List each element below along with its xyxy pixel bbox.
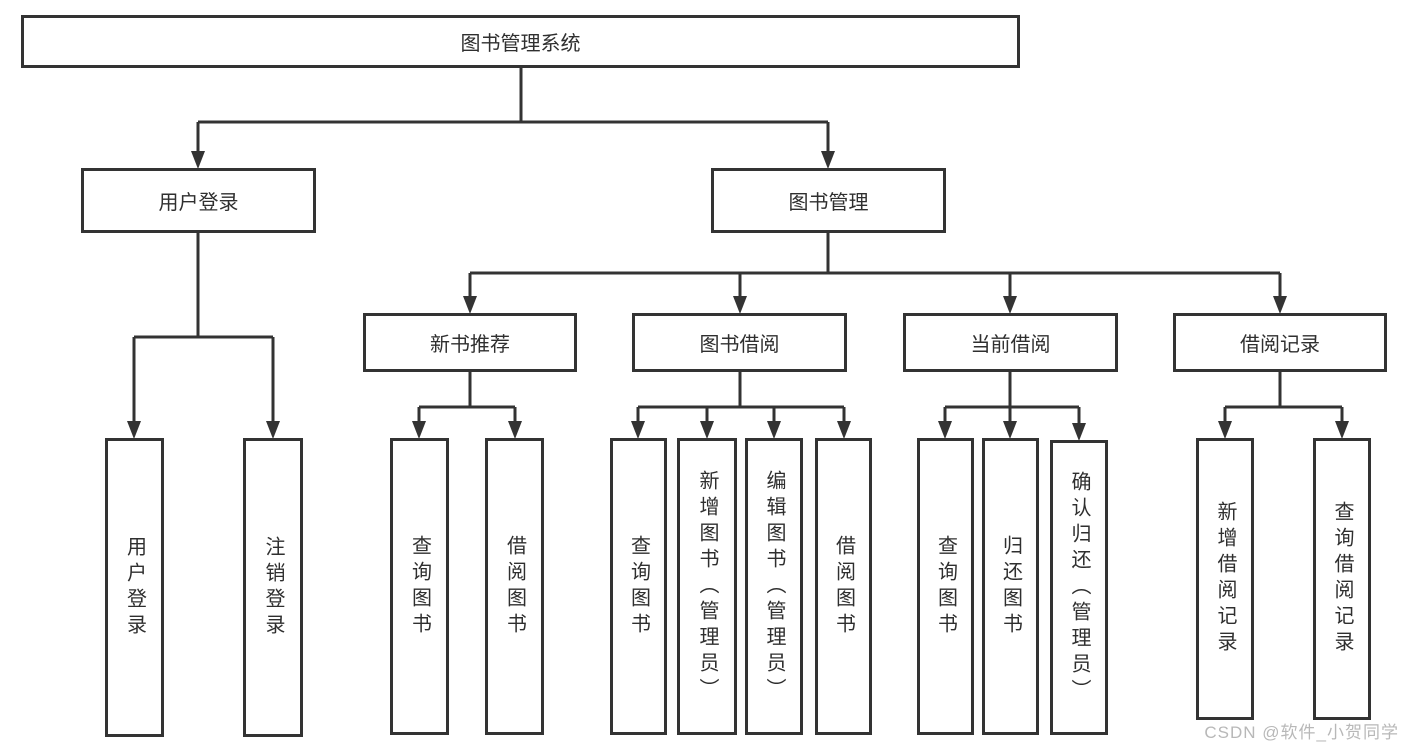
- connector-root: [196, 68, 830, 152]
- leaf-add-book-admin: 新增图书（管理员）: [677, 438, 737, 735]
- arrow-down-icon: [700, 421, 714, 439]
- node-user-login: 用户登录: [81, 168, 316, 233]
- arrow-down-icon: [938, 421, 952, 439]
- connector-borrow: [636, 372, 846, 422]
- node-book-borrow: 图书借阅: [632, 313, 847, 372]
- leaf-query-book: 查询图书: [917, 438, 974, 735]
- connector-recommend: [417, 372, 517, 422]
- node-label: 当前借阅: [970, 334, 1051, 356]
- leaf-label: 确认归还（管理员）: [1068, 470, 1090, 705]
- connector-user: [132, 233, 275, 422]
- leaf-label: 注销登录: [262, 535, 284, 640]
- arrow-down-icon: [1003, 296, 1017, 314]
- leaf-label: 查询图书: [408, 534, 431, 639]
- arrow-down-icon: [266, 421, 280, 439]
- node-root-label: 图书管理系统: [460, 33, 581, 55]
- connector-current: [943, 372, 1081, 424]
- arrow-down-icon: [1335, 421, 1349, 439]
- leaf-query-borrow-record: 查询借阅记录: [1313, 438, 1371, 720]
- leaf-label: 借阅图书: [503, 534, 526, 639]
- arrow-down-icon: [191, 151, 205, 169]
- node-label: 借阅记录: [1240, 334, 1320, 356]
- leaf-label: 新增图书（管理员）: [696, 469, 718, 704]
- leaf-borrow-book: 借阅图书: [485, 438, 544, 735]
- arrow-down-icon: [1273, 296, 1287, 314]
- arrow-down-icon: [821, 151, 835, 169]
- leaf-label: 借阅图书: [832, 534, 855, 639]
- arrow-down-icon: [127, 421, 141, 439]
- node-borrow-records: 借阅记录: [1173, 313, 1387, 372]
- node-label: 新书推荐: [430, 334, 510, 356]
- leaf-label: 新增借阅记录: [1214, 501, 1236, 657]
- node-book-management: 图书管理: [711, 168, 946, 233]
- arrow-down-icon: [463, 296, 477, 314]
- arrow-down-icon: [508, 421, 522, 439]
- connector-book: [468, 233, 1282, 297]
- leaf-add-borrow-record: 新增借阅记录: [1196, 438, 1254, 720]
- leaf-label: 用户登录: [123, 535, 146, 640]
- arrow-down-icon: [1003, 421, 1017, 439]
- leaf-label: 查询图书: [627, 534, 650, 639]
- leaf-logout: 注销登录: [243, 438, 303, 737]
- leaf-edit-book-admin: 编辑图书（管理员）: [745, 438, 803, 735]
- leaf-user-login: 用户登录: [105, 438, 164, 737]
- node-current-borrow: 当前借阅: [903, 313, 1118, 372]
- node-book-management-label: 图书管理: [788, 192, 869, 214]
- arrow-down-icon: [837, 421, 851, 439]
- leaf-label: 编辑图书（管理员）: [763, 469, 785, 704]
- leaf-label: 归还图书: [999, 534, 1022, 639]
- leaf-return-book: 归还图书: [982, 438, 1039, 735]
- node-new-book-recommend: 新书推荐: [363, 313, 577, 372]
- leaf-query-book: 查询图书: [610, 438, 667, 735]
- node-root: 图书管理系统: [21, 15, 1020, 68]
- arrow-down-icon: [1218, 421, 1232, 439]
- arrowhead-icons: [127, 151, 1349, 441]
- node-label: 图书借阅: [699, 334, 780, 356]
- arrow-down-icon: [631, 421, 645, 439]
- arrow-down-icon: [767, 421, 781, 439]
- leaf-query-book: 查询图书: [390, 438, 449, 735]
- arrow-down-icon: [412, 421, 426, 439]
- arrow-down-icon: [733, 296, 747, 314]
- leaf-label: 查询图书: [934, 534, 957, 639]
- csdn-watermark: CSDN @软件_小贺同学: [1204, 723, 1399, 742]
- connector-records: [1223, 372, 1344, 422]
- node-user-login-label: 用户登录: [158, 192, 239, 214]
- leaf-borrow-book: 借阅图书: [815, 438, 872, 735]
- leaf-label: 查询借阅记录: [1331, 501, 1353, 657]
- arrow-down-icon: [1072, 423, 1086, 441]
- leaf-confirm-return-admin: 确认归还（管理员）: [1050, 440, 1108, 735]
